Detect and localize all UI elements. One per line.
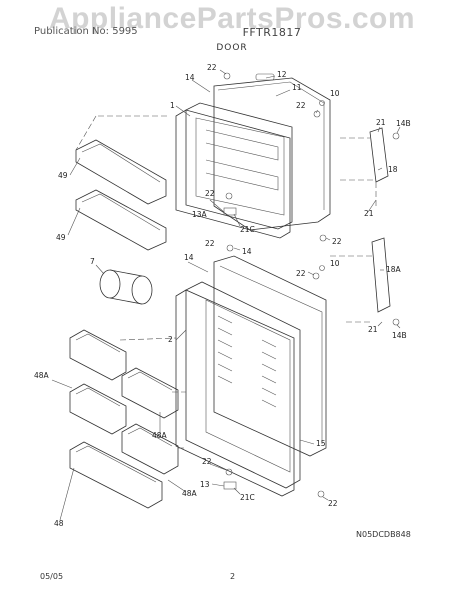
callout-14: 14 xyxy=(184,253,194,262)
door-bin-48-bottom xyxy=(69,441,163,509)
callout-48a: 48A xyxy=(182,489,198,498)
hinge-screw-14b-lower xyxy=(392,318,400,326)
callout-14b: 14B xyxy=(396,119,411,128)
plug-22-mid xyxy=(226,244,234,252)
dairy-container-7 xyxy=(99,269,153,305)
figure-code: N05DCDB848 xyxy=(356,530,411,539)
callout-18a: 18A xyxy=(386,265,402,274)
door-bin-48a-right-lower xyxy=(121,423,179,475)
callout-49: 49 xyxy=(56,233,66,242)
plug-22-bottom-lower xyxy=(225,468,233,476)
liner-shelf-slots xyxy=(217,315,277,408)
plug-22-lower-right xyxy=(319,234,327,242)
door-bin-48a-left-upper xyxy=(69,329,127,381)
callout-22: 22 xyxy=(328,499,338,508)
hinge-upper-right xyxy=(340,127,389,208)
fresh-food-door-liner xyxy=(185,281,301,489)
callout-2: 2 xyxy=(168,335,173,344)
callout-21: 21 xyxy=(364,209,374,218)
callout-22: 22 xyxy=(205,189,215,198)
cap-10-upper xyxy=(319,100,325,106)
callout-48: 48 xyxy=(54,519,64,528)
callout-18: 18 xyxy=(388,165,398,174)
callout-14: 14 xyxy=(242,247,252,256)
guide-line xyxy=(119,337,177,341)
door-bin-48a-right-upper xyxy=(121,367,179,419)
section-title: DOOR xyxy=(216,43,248,53)
door-bin-48a-left-lower xyxy=(69,383,127,435)
handle-12 xyxy=(255,73,275,81)
callout-48a: 48A xyxy=(34,371,50,380)
callout-49: 49 xyxy=(58,171,68,180)
callout-15: 15 xyxy=(316,439,326,448)
hinge-center-right xyxy=(330,237,391,323)
callout-7: 7 xyxy=(90,257,95,266)
model-number: FFTR1817 xyxy=(242,26,302,39)
freezer-door-liner xyxy=(185,102,293,230)
callout-11: 11 xyxy=(292,83,302,92)
callout-21c: 21C xyxy=(240,225,255,234)
freezer-door-gasket xyxy=(175,109,291,239)
callout-22: 22 xyxy=(207,63,217,72)
plug-22-bottom-right xyxy=(317,490,325,498)
plug-22-bottom xyxy=(225,192,233,200)
footer-date: 05/05 xyxy=(40,572,64,581)
fresh-food-door-gasket xyxy=(175,289,295,497)
callout-10: 10 xyxy=(330,89,340,98)
stop-13a xyxy=(223,207,237,216)
fresh-food-door-outer-panel xyxy=(213,255,327,457)
hinge-screw-14b-upper xyxy=(392,132,400,140)
stop-13 xyxy=(223,481,237,490)
plug-22-top xyxy=(223,72,231,80)
callout-21: 21 xyxy=(368,325,378,334)
callout-13a: 13A xyxy=(192,210,208,219)
freezer-door-outer-panel xyxy=(213,77,331,231)
callout-1: 1 xyxy=(170,101,175,110)
leader-lines xyxy=(51,69,401,521)
callout-22: 22 xyxy=(202,457,212,466)
callout-12: 12 xyxy=(277,70,287,79)
plug-22-right-lower xyxy=(312,272,320,280)
footer-page-number: 2 xyxy=(230,572,236,581)
publication-number: Publication No: 5995 xyxy=(34,26,138,37)
callout-22: 22 xyxy=(296,101,306,110)
callout-13: 13 xyxy=(200,480,210,489)
callout-10: 10 xyxy=(330,259,340,268)
guide-line xyxy=(75,115,97,151)
callout-22: 22 xyxy=(296,269,306,278)
callout-21: 21 xyxy=(376,118,386,127)
freezer-shelf-upper xyxy=(75,139,167,205)
callout-14: 14 xyxy=(185,73,195,82)
callout-48a: 48A xyxy=(152,431,168,440)
cap-10-lower xyxy=(319,265,325,271)
callout-21c: 21C xyxy=(240,493,255,502)
freezer-shelf-lower xyxy=(75,189,167,251)
callout-14b: 14B xyxy=(392,331,407,340)
callout-22: 22 xyxy=(205,239,215,248)
callout-22: 22 xyxy=(332,237,342,246)
